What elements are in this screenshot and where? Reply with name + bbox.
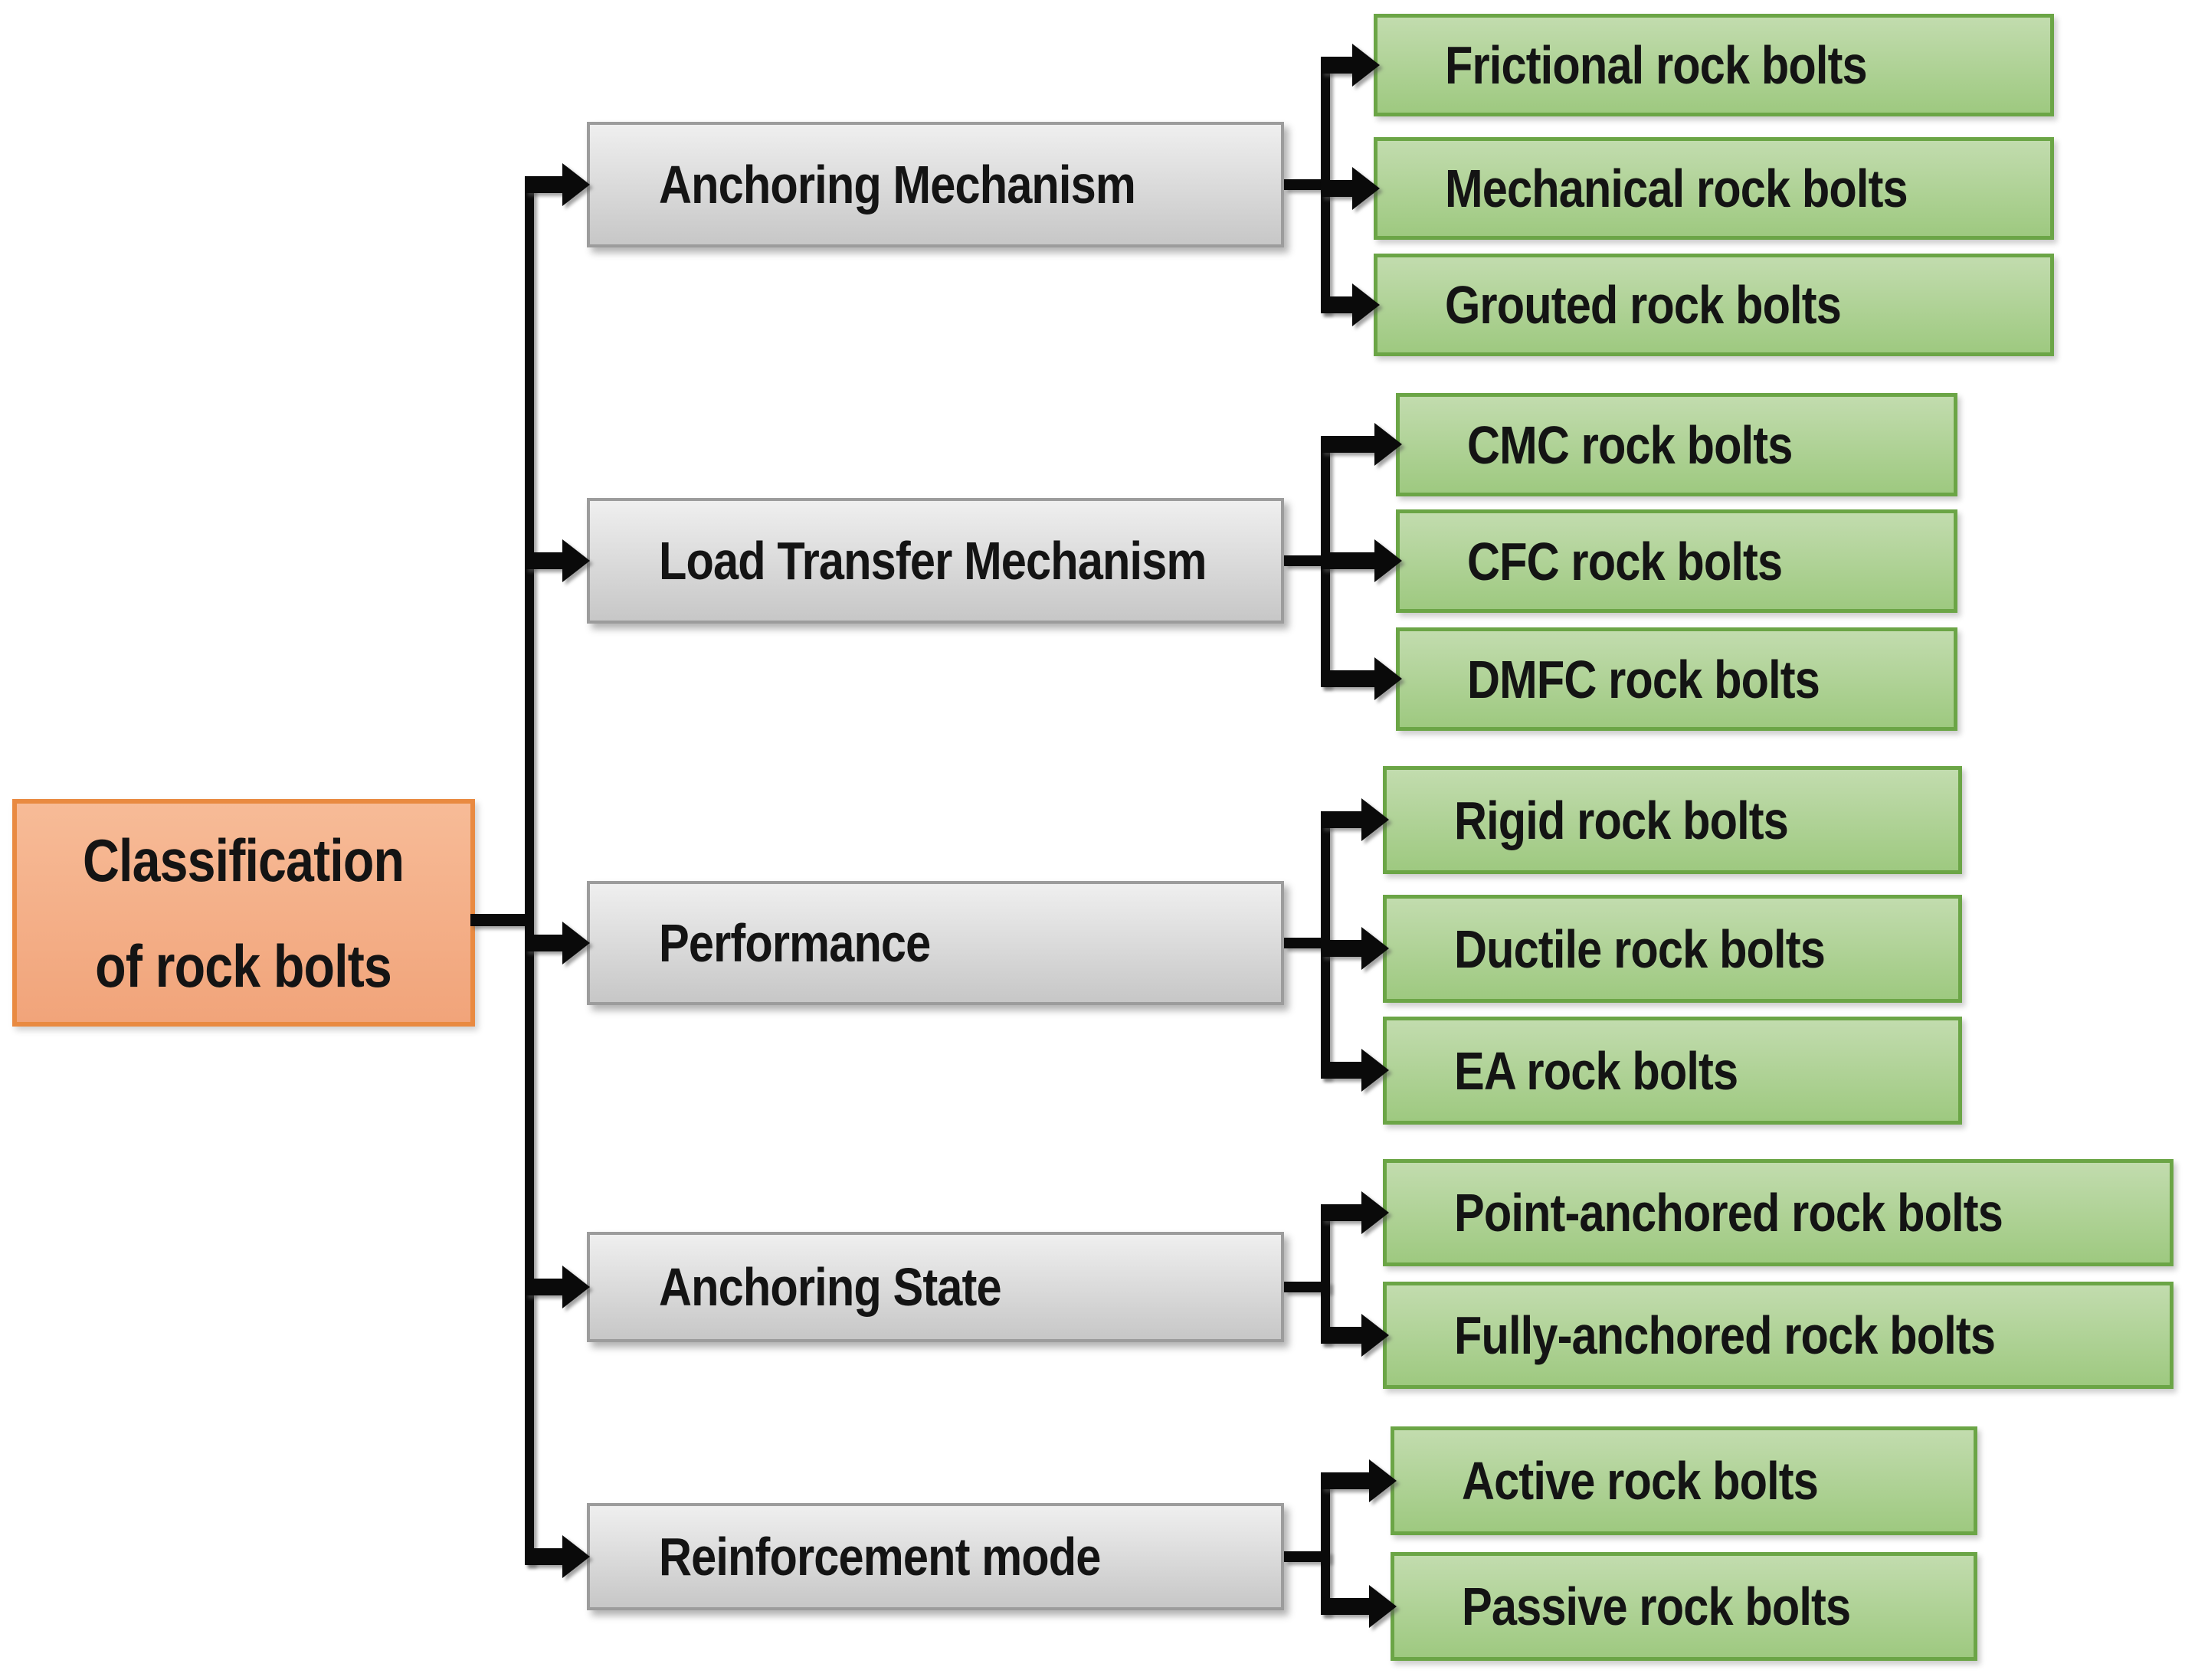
leaf-label: Rigid rock bolts: [1454, 790, 1789, 850]
category-node-anchoring-state: Anchoring State: [587, 1232, 1284, 1342]
root-node-classification-of-rock-bolts: Classification of rock bolts: [12, 799, 475, 1027]
leaf-arrow-ea: [1321, 1062, 1361, 1079]
connector-stub-reinforcement-mode: [1284, 1551, 1330, 1562]
leaf-node-cmc-rock-bolts: CMC rock bolts: [1396, 393, 1957, 496]
leaf-arrow-fully-anchored: [1321, 1327, 1361, 1344]
leaf-label: CMC rock bolts: [1467, 414, 1793, 475]
leaf-label: Active rock bolts: [1462, 1451, 1819, 1511]
category-label: Anchoring State: [659, 1257, 1002, 1317]
leaf-arrow-ductile: [1321, 940, 1361, 957]
category-label: Anchoring Mechanism: [659, 155, 1136, 215]
connector-stub-anchoring-state: [1284, 1282, 1330, 1292]
branch-arrow-anchoring-mechanism: [525, 176, 562, 193]
category-label: Reinforcement mode: [659, 1527, 1101, 1587]
connector-stub-performance: [1284, 938, 1330, 948]
leaf-arrow-active: [1321, 1472, 1369, 1489]
leaf-node-dmfc-rock-bolts: DMFC rock bolts: [1396, 627, 1957, 731]
branch-arrow-performance: [525, 935, 562, 951]
leaf-arrow-cmc: [1321, 436, 1374, 453]
leaf-node-point-anchored-rock-bolts: Point-anchored rock bolts: [1383, 1159, 2174, 1266]
leaf-label: Fully-anchored rock bolts: [1454, 1305, 1996, 1365]
leaf-node-fully-anchored-rock-bolts: Fully-anchored rock bolts: [1383, 1282, 2174, 1389]
leaf-arrow-grouted: [1321, 296, 1352, 313]
connector-root-stub: [470, 914, 526, 926]
leaf-arrow-rigid: [1321, 811, 1361, 828]
leaf-label: Grouted rock bolts: [1445, 275, 1842, 335]
leaf-node-grouted-rock-bolts: Grouted rock bolts: [1374, 254, 2054, 356]
root-node-label: Classification of rock bolts: [83, 826, 405, 1000]
leaf-label: Point-anchored rock bolts: [1454, 1183, 2003, 1243]
leaf-node-passive-rock-bolts: Passive rock bolts: [1391, 1552, 1977, 1661]
category-label: Performance: [659, 913, 931, 973]
leaf-label: Passive rock bolts: [1462, 1577, 1851, 1636]
leaf-node-ductile-rock-bolts: Ductile rock bolts: [1383, 895, 1962, 1003]
bracket-reinforcement-mode: [1321, 1472, 1330, 1615]
leaf-arrow-cfc: [1321, 552, 1374, 569]
leaf-arrow-passive: [1321, 1598, 1369, 1615]
leaf-node-frictional-rock-bolts: Frictional rock bolts: [1374, 14, 2054, 116]
leaf-arrow-point-anchored: [1321, 1204, 1361, 1221]
leaf-label: DMFC rock bolts: [1467, 649, 1820, 709]
branch-arrow-anchoring-state: [525, 1279, 562, 1295]
category-node-load-transfer-mechanism: Load Transfer Mechanism: [587, 498, 1284, 624]
leaf-arrow-mechanical: [1321, 180, 1352, 197]
leaf-label: Mechanical rock bolts: [1445, 159, 1908, 218]
leaf-node-rigid-rock-bolts: Rigid rock bolts: [1383, 766, 1962, 874]
connector-stub-anchoring-mechanism: [1284, 179, 1330, 190]
category-node-performance: Performance: [587, 881, 1284, 1005]
bracket-anchoring-state: [1321, 1204, 1330, 1344]
connector-stub-load-transfer-mechanism: [1284, 555, 1330, 566]
leaf-arrow-frictional: [1321, 57, 1352, 74]
leaf-label: CFC rock bolts: [1467, 531, 1783, 591]
branch-arrow-reinforcement-mode: [525, 1548, 562, 1565]
leaf-node-mechanical-rock-bolts: Mechanical rock bolts: [1374, 137, 2054, 240]
leaf-node-ea-rock-bolts: EA rock bolts: [1383, 1017, 1962, 1125]
leaf-node-cfc-rock-bolts: CFC rock bolts: [1396, 509, 1957, 613]
leaf-label: EA rock bolts: [1454, 1040, 1738, 1101]
leaf-arrow-dmfc: [1321, 670, 1374, 687]
branch-arrow-load-transfer-mechanism: [525, 552, 562, 569]
leaf-node-active-rock-bolts: Active rock bolts: [1391, 1426, 1977, 1535]
category-node-reinforcement-mode: Reinforcement mode: [587, 1503, 1284, 1610]
leaf-label: Frictional rock bolts: [1445, 35, 1868, 95]
connector-main-trunk: [525, 176, 534, 1565]
category-node-anchoring-mechanism: Anchoring Mechanism: [587, 122, 1284, 247]
category-label: Load Transfer Mechanism: [659, 531, 1207, 591]
leaf-label: Ductile rock bolts: [1454, 919, 1826, 979]
